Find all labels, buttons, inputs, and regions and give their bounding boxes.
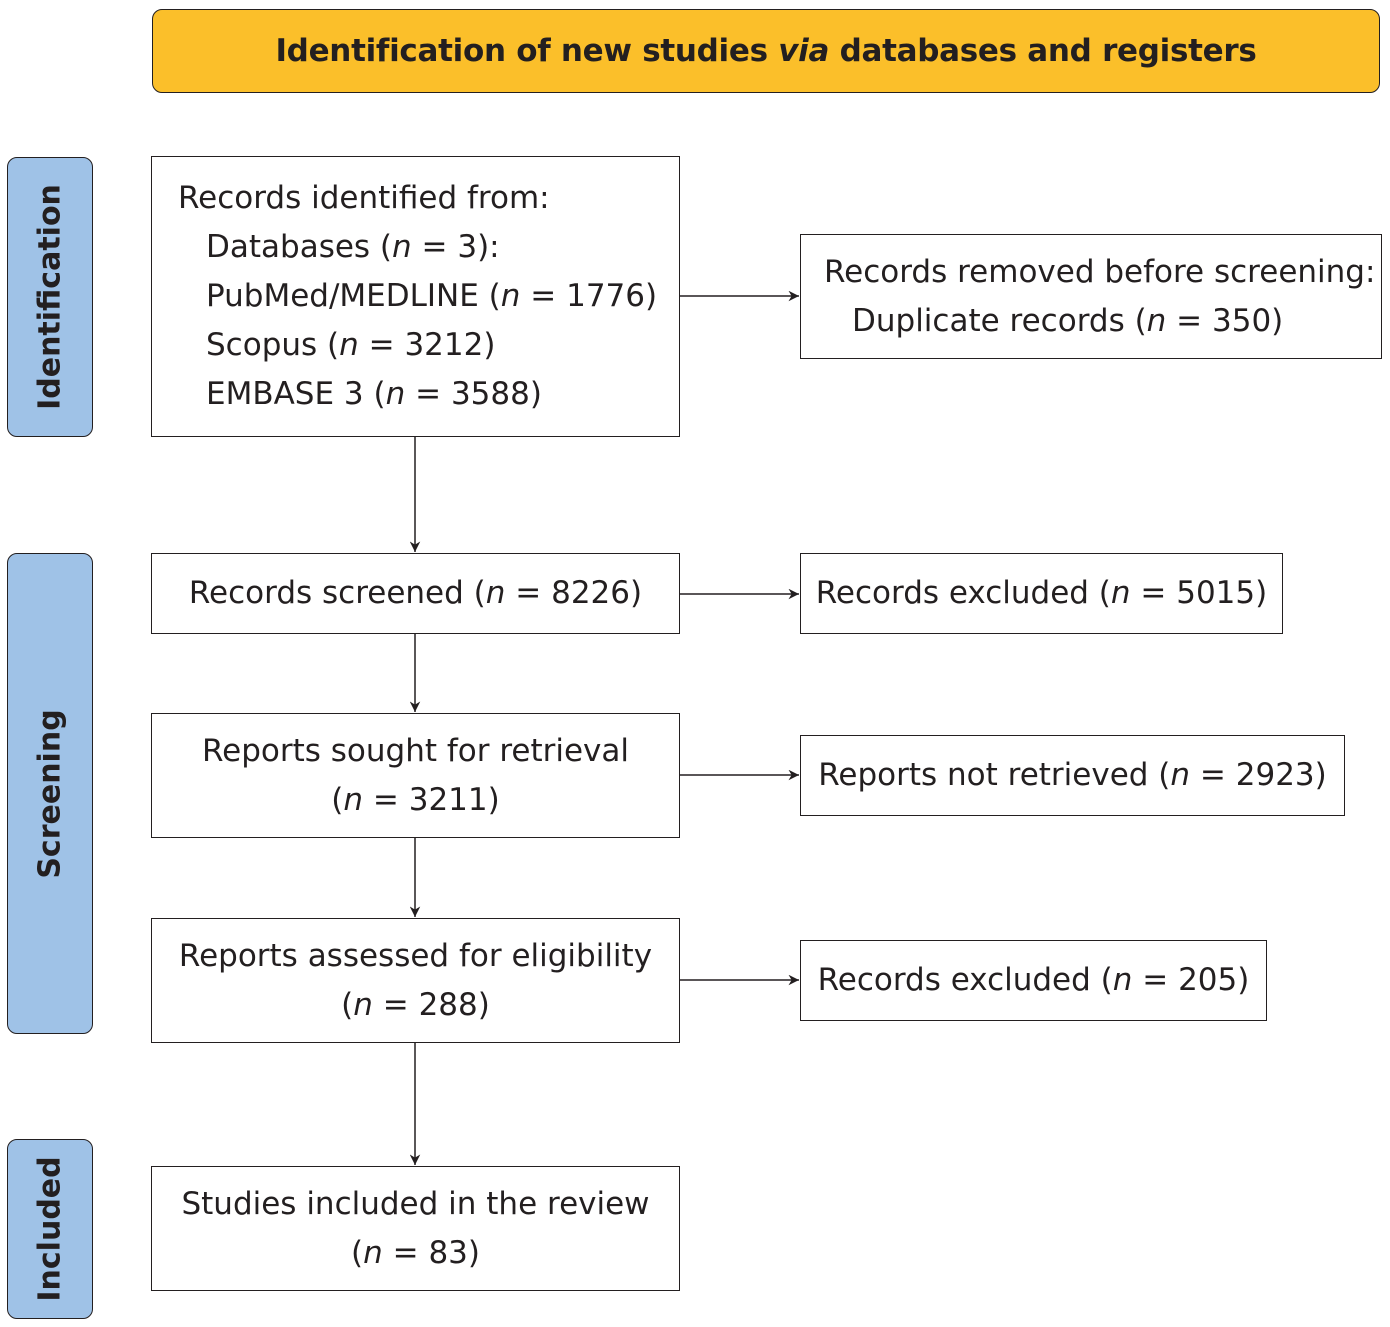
records-excluded-text: Records excluded (n = 205): [817, 962, 1250, 998]
records-excluded-text: Records excluded (n = 5015): [815, 575, 1268, 611]
records-removed-heading: Records removed before screening:: [824, 253, 1376, 290]
reports-assessed-line1: Reports assessed for eligibility: [178, 937, 653, 974]
reports-sought-line1: Reports sought for retrieval: [201, 732, 630, 769]
stage-included: Included: [7, 1139, 93, 1319]
records-excluded-box: Records excluded (n = 205): [800, 940, 1267, 1021]
records-excluded-box: Records excluded (n = 5015): [800, 553, 1283, 634]
records-screened-box: Records screened (n = 8226): [151, 553, 680, 634]
records-identified-line: Databases (n = 3):: [206, 229, 500, 265]
reports-assessed-line2: (n = 288): [341, 986, 490, 1023]
reports-sought-line2: (n = 3211): [331, 781, 500, 818]
reports-sought-box: Reports sought for retrieval (n = 3211): [151, 713, 680, 838]
records-identified-line: PubMed/MEDLINE (n = 1776): [206, 278, 658, 314]
studies-included-line1: Studies included in the review: [181, 1185, 650, 1222]
reports-not-retrieved-text: Reports not retrieved (n = 2923): [818, 757, 1327, 793]
records-identified-line: Scopus (n = 3212): [206, 327, 496, 363]
records-removed-box: Records removed before screening: Duplic…: [800, 234, 1382, 359]
stage-screening: Screening: [7, 553, 93, 1034]
duplicate-records-line: Duplicate records (n = 350): [852, 302, 1284, 339]
studies-included-line2: (n = 83): [351, 1234, 480, 1271]
reports-not-retrieved-box: Reports not retrieved (n = 2923): [800, 735, 1345, 816]
records-identified-line: EMBASE 3 (n = 3588): [206, 376, 542, 412]
records-screened-text: Records screened (n = 8226): [188, 575, 643, 611]
studies-included-box: Studies included in the review (n = 83): [151, 1166, 680, 1291]
reports-assessed-box: Reports assessed for eligibility (n = 28…: [151, 918, 680, 1043]
records-identified-box: Records identified from: Databases (n = …: [151, 156, 680, 437]
stage-identification: Identification: [7, 157, 93, 437]
banner-title: Identification of new studies via databa…: [275, 33, 1257, 69]
records-identified-heading: Records identified from:: [178, 180, 550, 216]
title-banner: Identification of new studies via databa…: [152, 9, 1380, 93]
